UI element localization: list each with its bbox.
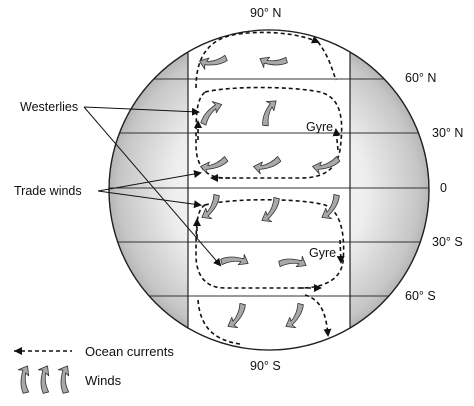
legend-winds: Winds bbox=[85, 373, 122, 388]
curved-wind-arrow-icon bbox=[28, 362, 61, 396]
curved-wind-arrow-icon bbox=[8, 362, 41, 396]
trade-winds-label: Trade winds bbox=[14, 184, 82, 198]
ocean-currents bbox=[193, 31, 345, 345]
gyre-south-label: Gyre bbox=[309, 246, 336, 260]
legend: Ocean currents Winds bbox=[8, 344, 174, 396]
label-30n: 30° N bbox=[432, 126, 463, 140]
label-60n: 60° N bbox=[405, 71, 436, 85]
curved-wind-arrow-icon bbox=[48, 362, 81, 396]
westerlies-label: Westerlies bbox=[20, 100, 78, 114]
label-90n: 90° N bbox=[250, 6, 281, 20]
label-60s: 60° S bbox=[405, 289, 436, 303]
study-band bbox=[188, 30, 350, 350]
legend-ocean-currents: Ocean currents bbox=[85, 344, 174, 359]
label-pointers bbox=[83, 106, 222, 267]
label-30s: 30° S bbox=[432, 235, 463, 249]
label-90s: 90° S bbox=[250, 359, 281, 373]
gyre-north-label: Gyre bbox=[306, 120, 333, 134]
label-equator: 0 bbox=[440, 181, 447, 195]
